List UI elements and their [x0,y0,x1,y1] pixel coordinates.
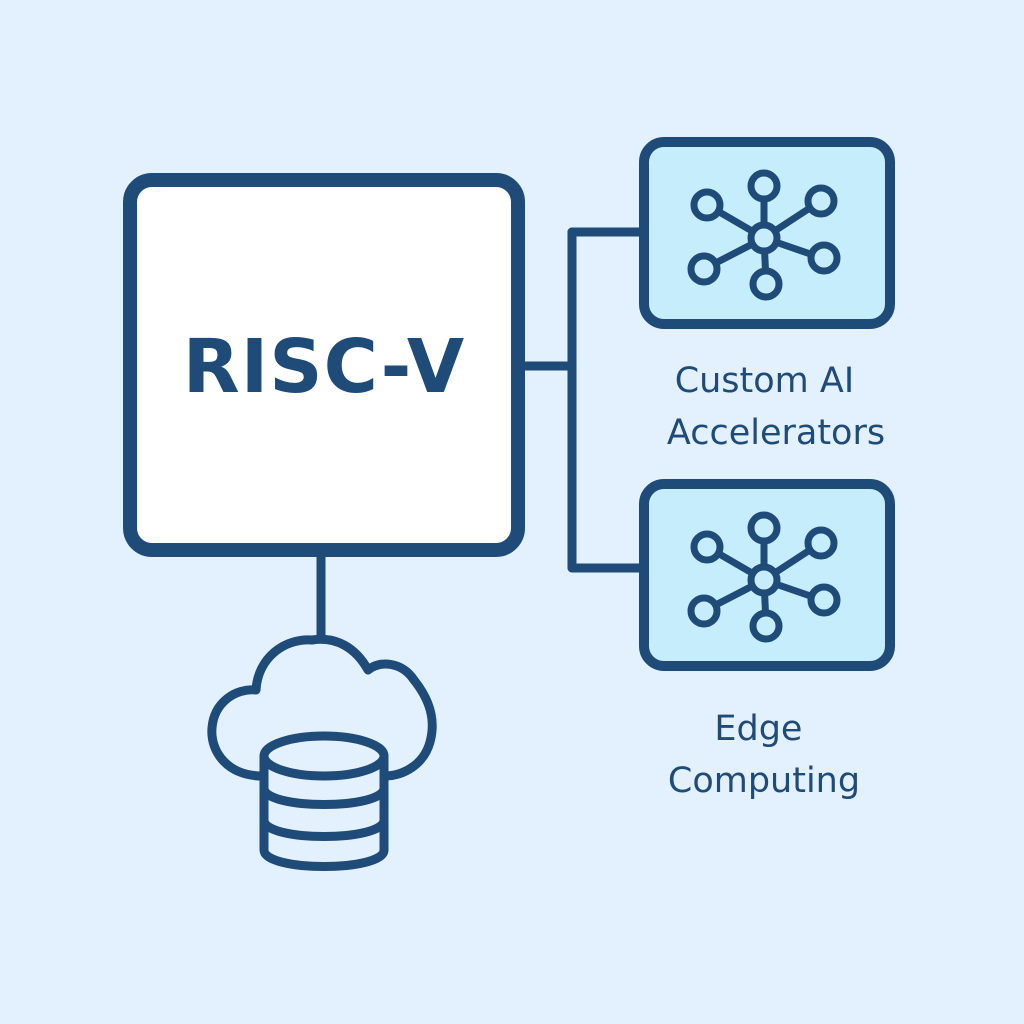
risc-v-core-label: RISC-V [183,324,465,410]
neural-network-icon [687,511,841,643]
risc-v-core-box [123,173,525,557]
connectors [316,227,649,645]
edge-computing-label-line-2: Computing [668,761,860,801]
edge-computing-label-line-1: Edge [714,709,802,749]
cloud-database-icon [207,634,437,871]
accelerators-label-line-1: Custom AI [675,361,854,401]
database-icon [259,731,389,871]
node-edge-computing: Edge Computing [639,479,895,801]
neural-network-icon [687,169,841,301]
edge-computing-label: Edge Computing [668,709,860,801]
node-custom-ai-accelerators: Custom AI Accelerators [639,137,895,453]
accelerators-label: Custom AI Accelerators [667,361,885,453]
risc-v-core: RISC-V [123,173,525,557]
accelerators-label-line-2: Accelerators [667,413,885,453]
